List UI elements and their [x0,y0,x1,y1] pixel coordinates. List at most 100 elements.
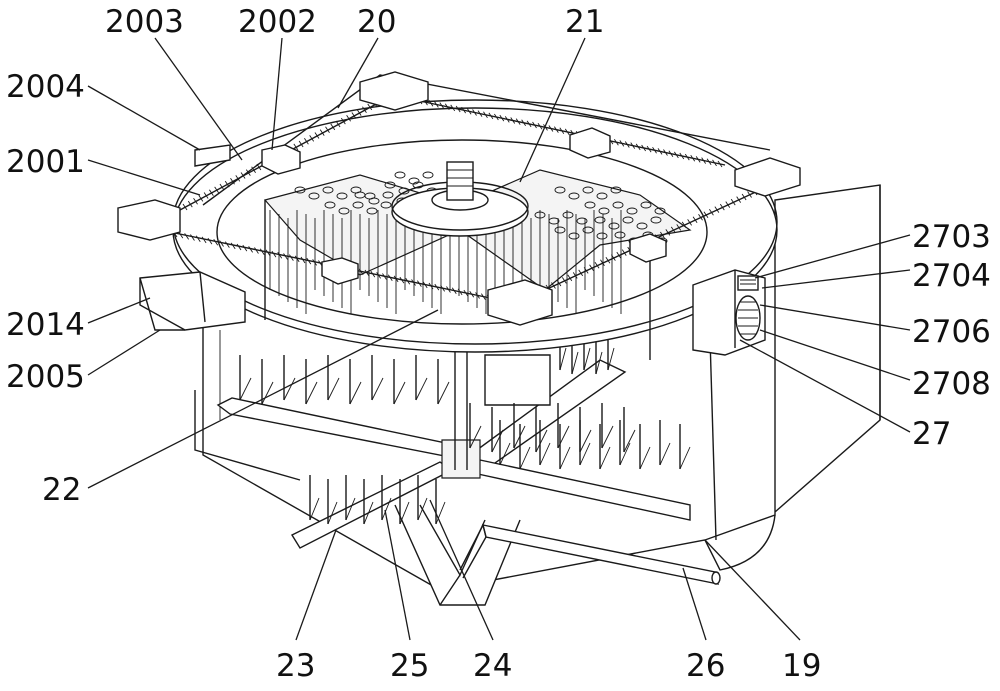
thread-tick [219,240,224,247]
tine-brace [535,429,548,453]
plate-hole [412,181,424,189]
tine-brace [579,429,592,453]
thread-tick [224,180,230,188]
thread-tick [230,178,235,185]
thread-tick [294,255,300,263]
thread-tick [480,293,486,300]
center-hub [391,161,529,237]
thread-tick [182,203,188,211]
thread-tick [440,285,446,292]
thread-tick [224,241,230,248]
thread-tick [288,254,294,261]
tine-brace [595,351,603,375]
thread-tick [551,282,556,289]
thread-tick [219,183,225,191]
thread-tick [572,272,578,279]
thread-tick [613,138,619,146]
plate-hole [610,186,622,194]
thread-tick [209,189,214,196]
label-2706: 2706 [912,314,991,350]
thread-tick [309,135,315,142]
thread-tick [600,259,605,266]
thread-tick [446,286,451,293]
thread-tick [300,256,306,264]
plate-hole [582,226,594,234]
thread-tick [248,246,254,253]
plate-hole [366,207,378,215]
thread-tick [466,108,472,115]
thread-tick [717,160,723,168]
tine-brace [601,425,614,449]
thread-tick [488,112,494,120]
plate-hole [382,191,394,199]
thread-tick [736,196,742,203]
thread-tick [706,158,712,165]
thread-tick [679,152,685,160]
tine-brace [623,429,636,453]
tine-brace [399,501,410,525]
label-2704: 2704 [912,258,991,294]
thread-tick [543,124,548,131]
thread-tick [463,289,469,297]
thread-tick [240,172,246,179]
thread-tick [483,111,488,118]
thread-tick [393,275,399,283]
plate-hole [352,201,364,209]
thread-tick [277,252,283,259]
thread-tick [254,247,259,254]
thread-tick [692,216,698,224]
thread-tick [681,221,687,229]
thread-tick [709,208,714,216]
plate-hole [324,201,336,209]
tine-brace [639,446,651,470]
thread-tick [556,279,562,287]
tine-brace [393,381,406,405]
thread-tick [703,211,709,218]
rake-tines [239,325,691,525]
tine-brace [559,446,571,470]
label-20: 20 [357,4,396,40]
thread-tick [457,288,463,296]
thread-tick [583,267,589,274]
thread-tick [521,119,527,127]
thread-tick [214,186,220,194]
tine-brace [519,446,531,470]
thread-tick [616,251,622,259]
thread-tick [712,159,717,167]
thread-tick [469,291,475,298]
thread-tick [367,103,373,111]
thread-tick [405,278,411,285]
plate-hole [554,226,566,234]
thread-tick [635,143,641,151]
thread-tick [416,280,422,287]
thread-tick [213,239,219,246]
thread-tick [207,237,213,245]
thread-tick [259,248,265,255]
thread-tick [193,198,198,205]
plate-hole [398,187,410,195]
reference-labels: 2003 2002 20 21 2004 2001 2014 2005 22 2… [6,4,991,684]
plate-hole [608,222,620,230]
label-21: 21 [565,4,604,40]
thread-tick [319,129,325,136]
plate-hole [584,201,596,209]
label-22: 22 [42,472,81,508]
thread-tick [641,144,647,152]
tine-brace [349,381,362,405]
side-chute [139,271,246,331]
tine-brace [345,497,356,521]
label-19: 19 [782,648,821,684]
plate-hole [654,207,666,215]
thread-tick [475,292,480,299]
thread-tick [201,236,207,244]
plate-hole [308,192,320,200]
thread-tick [630,142,636,149]
thread-tick [198,195,204,202]
tine-brace [579,442,591,466]
plate-hole [626,207,638,215]
label-2014: 2014 [6,307,85,343]
tine-brace [415,377,428,401]
thread-tick [564,128,570,136]
tine-brace [583,347,591,371]
plate-hole [582,186,594,194]
